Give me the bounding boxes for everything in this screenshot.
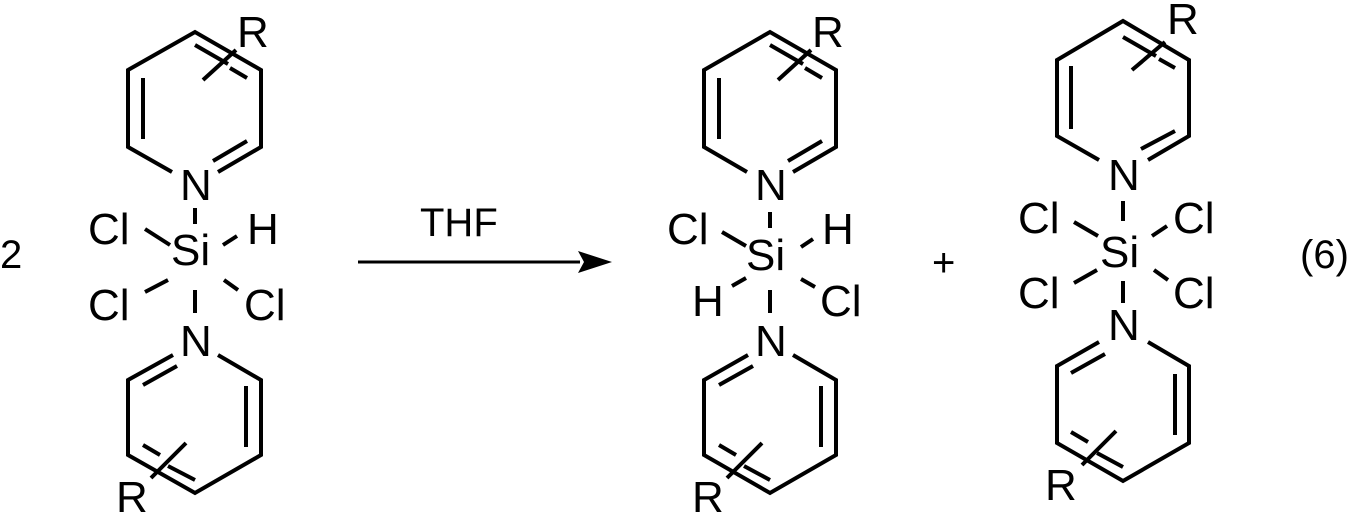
reagent-thf-label: THF (420, 201, 498, 245)
stoichiometry-coefficient: 2 (0, 233, 22, 277)
reactant-bottom-pyridine-ring (126, 353, 263, 496)
product2-molecule: R N Si Cl Cl Cl Cl N R (1018, 0, 1215, 510)
plus-sign: + (932, 241, 955, 285)
reactant-silicon: Si (171, 226, 210, 275)
product1-bottom-substituent-r: R (692, 473, 724, 517)
product2-top-pyridine-ring (1055, 18, 1191, 162)
product1-top-nitrogen: N (755, 161, 787, 210)
product2-ligand-bottom-left: Cl (1018, 269, 1060, 318)
product1-ligand-top-right: H (822, 205, 854, 254)
product1-bottom-nitrogen: N (755, 317, 787, 366)
reactant-top-substituent-r: R (237, 8, 269, 57)
product1-ligand-bottom-right: Cl (820, 277, 862, 326)
product2-bottom-pyridine-ring (1055, 340, 1191, 484)
product1-ligand-top-left: Cl (667, 205, 709, 254)
product1-bottom-pyridine-ring (702, 353, 838, 496)
product2-bottom-substituent-r: R (1045, 461, 1077, 510)
reactant-top-nitrogen: N (180, 161, 212, 210)
product2-silicon: Si (1100, 228, 1139, 277)
product2-top-nitrogen: N (1108, 151, 1140, 200)
reactant-ligand-bottom-left: Cl (88, 281, 130, 330)
equation-number: (6) (1300, 233, 1349, 277)
product1-silicon: Si (746, 231, 785, 280)
product2-ligand-bottom-right: Cl (1173, 269, 1215, 318)
reactant-ligand-bottom-right: Cl (244, 281, 286, 330)
reaction-arrow (358, 251, 612, 273)
reactant-molecule: R N Si Cl H Cl Cl N R (88, 8, 286, 517)
reactant-bottom-substituent-r: R (116, 473, 148, 517)
product1-top-pyridine-ring (702, 29, 838, 174)
product2-top-substituent-r: R (1167, 0, 1199, 44)
product1-molecule: R N Si Cl H H Cl N R (667, 8, 862, 517)
reactant-ligand-top-right: H (247, 205, 279, 254)
product2-ligand-top-right: Cl (1173, 194, 1215, 243)
reactant-ligand-top-left: Cl (88, 205, 130, 254)
product1-ligand-bottom-left: H (692, 277, 724, 326)
reactant-top-pyridine-ring (126, 29, 263, 174)
product1-top-substituent-r: R (812, 8, 844, 57)
product2-bottom-nitrogen: N (1108, 301, 1140, 350)
product2-ligand-top-left: Cl (1018, 194, 1060, 243)
reactant-bottom-nitrogen: N (180, 317, 212, 366)
